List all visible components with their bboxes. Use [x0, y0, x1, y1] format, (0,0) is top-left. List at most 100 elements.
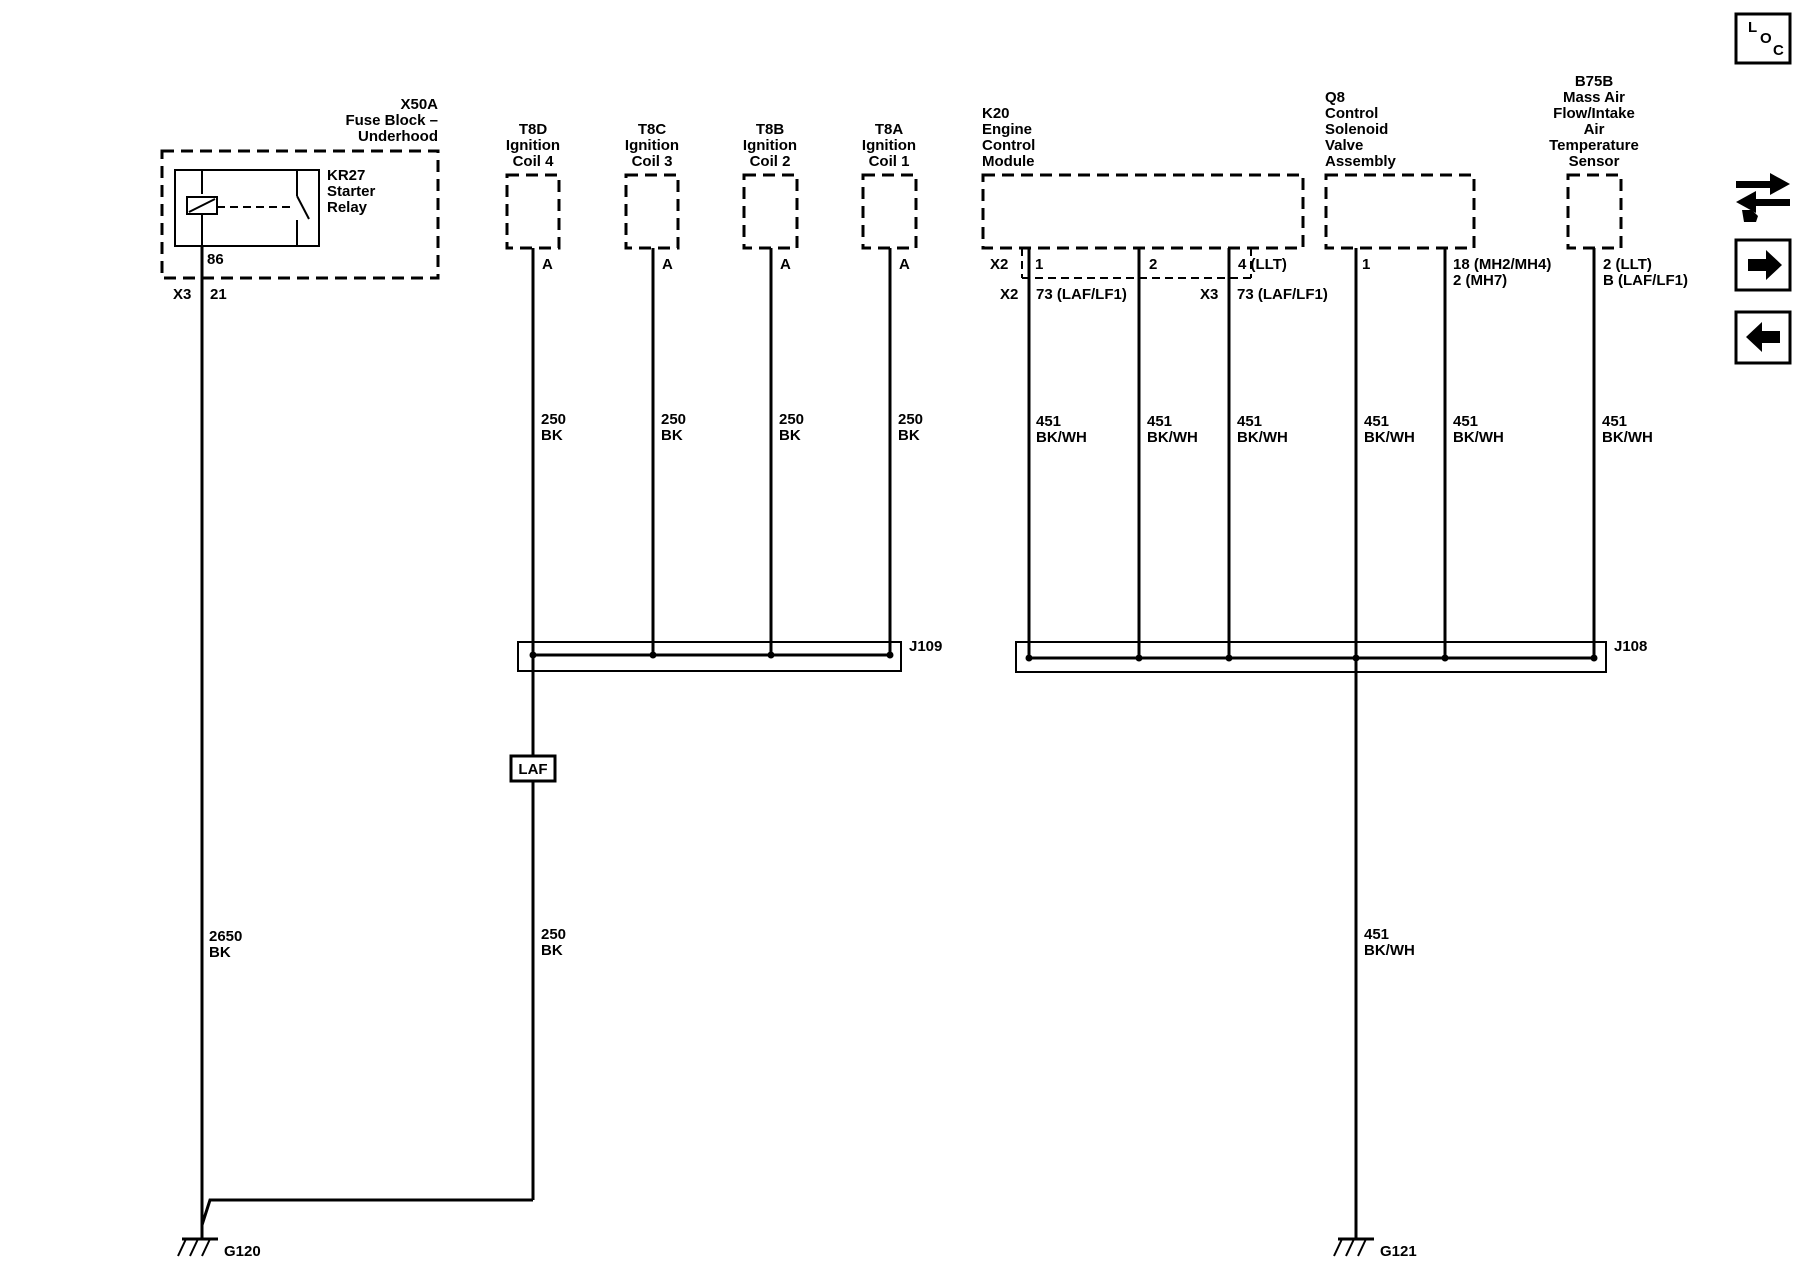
coil-ground-color: BK: [541, 942, 563, 959]
starter-relay-kr27[interactable]: KR27 Starter Relay 86: [174, 167, 376, 268]
arrow-left-icon: [1746, 322, 1780, 352]
ecm-alt-pin-1: 73 (LAF/LF1): [1036, 286, 1127, 303]
coil-t8c-circuit: 250: [661, 411, 686, 428]
main-ground-color: BK/WH: [1364, 942, 1415, 959]
ecm-wire-1-circuit: 451: [1036, 413, 1061, 430]
ignition-coil-t8c[interactable]: T8C Ignition Coil 3 A 250 BK: [624, 121, 686, 655]
relay-ground-wire[interactable]: 2650 BK: [200, 246, 242, 1238]
ignition-coil-t8a[interactable]: T8A Ignition Coil 1 A 250 BK: [861, 121, 923, 655]
splice-j108[interactable]: J108: [1015, 638, 1647, 673]
fuse-block-x50a[interactable]: X50A Fuse Block – Underhood: [160, 96, 440, 280]
relay-id: KR27: [327, 167, 365, 184]
maf-wire[interactable]: 451 BK/WH: [1592, 248, 1653, 658]
solenoid-wire-1-circuit: 451: [1364, 413, 1389, 430]
coil-t8d-line2: Coil 4: [513, 153, 554, 170]
solenoid-wire-2[interactable]: 451 BK/WH: [1443, 248, 1504, 658]
engine-control-module-k20[interactable]: K20 Engine Control Module X2 1 2 4 (LLT)…: [981, 105, 1328, 303]
maf-line5: Sensor: [1569, 153, 1620, 170]
coil-t8d-color: BK: [541, 427, 563, 444]
loc-icon-o: O: [1760, 30, 1772, 47]
coil-t8c-pin: A: [662, 256, 673, 273]
ecm-pin-2: 2: [1149, 256, 1157, 273]
maf-id: B75B: [1575, 73, 1614, 90]
ecm-x2-label: X2: [990, 256, 1008, 273]
swap-arrows-icon[interactable]: [1736, 173, 1790, 222]
solenoid-wire-1-color: BK/WH: [1364, 429, 1415, 446]
next-page-button[interactable]: [1734, 238, 1792, 292]
solenoid-line3: Valve: [1325, 137, 1363, 154]
solenoid-line1: Control: [1325, 105, 1378, 122]
splice-j109-box: [517, 641, 902, 672]
ecm-wire-2-circuit: 451: [1147, 413, 1172, 430]
ground-g120[interactable]: G120: [177, 1237, 261, 1260]
fuse-block-id: X50A: [400, 96, 438, 113]
coil-t8a-id: T8A: [875, 121, 904, 138]
coil-t8d-id: T8D: [519, 121, 548, 138]
loc-icon-c: C: [1773, 42, 1784, 59]
coil-t8c-line1: Ignition: [625, 137, 679, 154]
fuse-connector-pin: 21: [210, 286, 227, 303]
loc-icon-l: L: [1748, 19, 1757, 36]
ecm-pin-4: 4 (LLT): [1238, 256, 1287, 273]
solenoid-pin: 1: [1362, 256, 1370, 273]
coil-t8c-id: T8C: [638, 121, 667, 138]
solenoid-wire-2-circuit: 451: [1453, 413, 1478, 430]
fuse-block-outline: [160, 149, 440, 280]
maf-outline: [1566, 173, 1623, 250]
ignition-coil-t8d[interactable]: T8D Ignition Coil 4 A 250 BK: [505, 121, 566, 1200]
solenoid-pin-alt-1: 18 (MH2/MH4): [1453, 256, 1551, 273]
coil-ground-return[interactable]: [200, 1198, 533, 1226]
coil-t8d-outline: [505, 173, 561, 250]
relay-switch-icon: [296, 195, 310, 220]
splice-j109-label: J109: [909, 638, 942, 655]
maf-iat-sensor-b75b[interactable]: B75B Mass Air Flow/Intake Air Temperatur…: [1549, 73, 1688, 289]
splice-j108-label: J108: [1614, 638, 1647, 655]
solenoid-wire-1[interactable]: 451 BK/WH: [1354, 248, 1415, 1238]
ecm-line3: Module: [982, 153, 1035, 170]
control-solenoid-valve-q8[interactable]: Q8 Control Solenoid Valve Assembly 1 18 …: [1324, 89, 1551, 289]
ecm-wire-1[interactable]: 451 BK/WH: [1027, 248, 1087, 658]
coil-t8d-line1: Ignition: [506, 137, 560, 154]
ignition-coil-t8b[interactable]: T8B Ignition Coil 2 A 250 BK: [742, 121, 804, 655]
maf-pin-alt-2: B (LAF/LF1): [1603, 272, 1688, 289]
fuse-block-name-1: Fuse Block –: [345, 112, 438, 129]
relay-ground-color: BK: [209, 944, 231, 961]
maf-line4: Temperature: [1549, 137, 1639, 154]
ecm-wire-3[interactable]: 451 BK/WH: [1227, 248, 1288, 658]
coil-t8b-circuit: 250: [779, 411, 804, 428]
ground-g120-label: G120: [224, 1243, 261, 1260]
ecm-alt-pin-3: 73 (LAF/LF1): [1237, 286, 1328, 303]
coil-t8d-pin: A: [542, 256, 553, 273]
maf-line2: Flow/Intake: [1553, 105, 1635, 122]
coil-t8b-line2: Coil 2: [750, 153, 791, 170]
solenoid-outline: [1324, 173, 1476, 250]
solenoid-line4: Assembly: [1325, 153, 1397, 170]
ecm-x2-lower-label: X2: [1000, 286, 1018, 303]
solenoid-pin-alt-2: 2 (MH7): [1453, 272, 1507, 289]
ecm-line2: Control: [982, 137, 1035, 154]
splice-j109[interactable]: J109: [517, 638, 942, 672]
relay-box: [174, 169, 320, 247]
laf-option-tag: LAF: [509, 754, 557, 783]
coil-t8c-line2: Coil 3: [632, 153, 673, 170]
splice-j108-box: [1015, 641, 1607, 673]
solenoid-wire-2-color: BK/WH: [1453, 429, 1504, 446]
maf-line3: Air: [1584, 121, 1605, 138]
ecm-wire-1-color: BK/WH: [1036, 429, 1087, 446]
ground-g121[interactable]: G121: [1333, 1237, 1417, 1260]
ground-g121-label: G121: [1380, 1243, 1417, 1260]
coil-t8a-outline: [861, 173, 918, 250]
relay-name-1: Starter: [327, 183, 376, 200]
solenoid-line2: Solenoid: [1325, 121, 1388, 138]
previous-page-button[interactable]: [1734, 310, 1792, 365]
coil-t8c-outline: [624, 173, 680, 250]
ecm-wire-2[interactable]: 451 BK/WH: [1137, 248, 1198, 658]
coil-t8b-outline: [742, 173, 799, 250]
loc-button[interactable]: L O C: [1734, 12, 1792, 65]
coil-t8d-circuit: 250: [541, 411, 566, 428]
ecm-pin-1: 1: [1035, 256, 1043, 273]
coil-t8b-pin: A: [780, 256, 791, 273]
maf-line1: Mass Air: [1563, 89, 1625, 106]
laf-tag-label: LAF: [518, 761, 547, 778]
